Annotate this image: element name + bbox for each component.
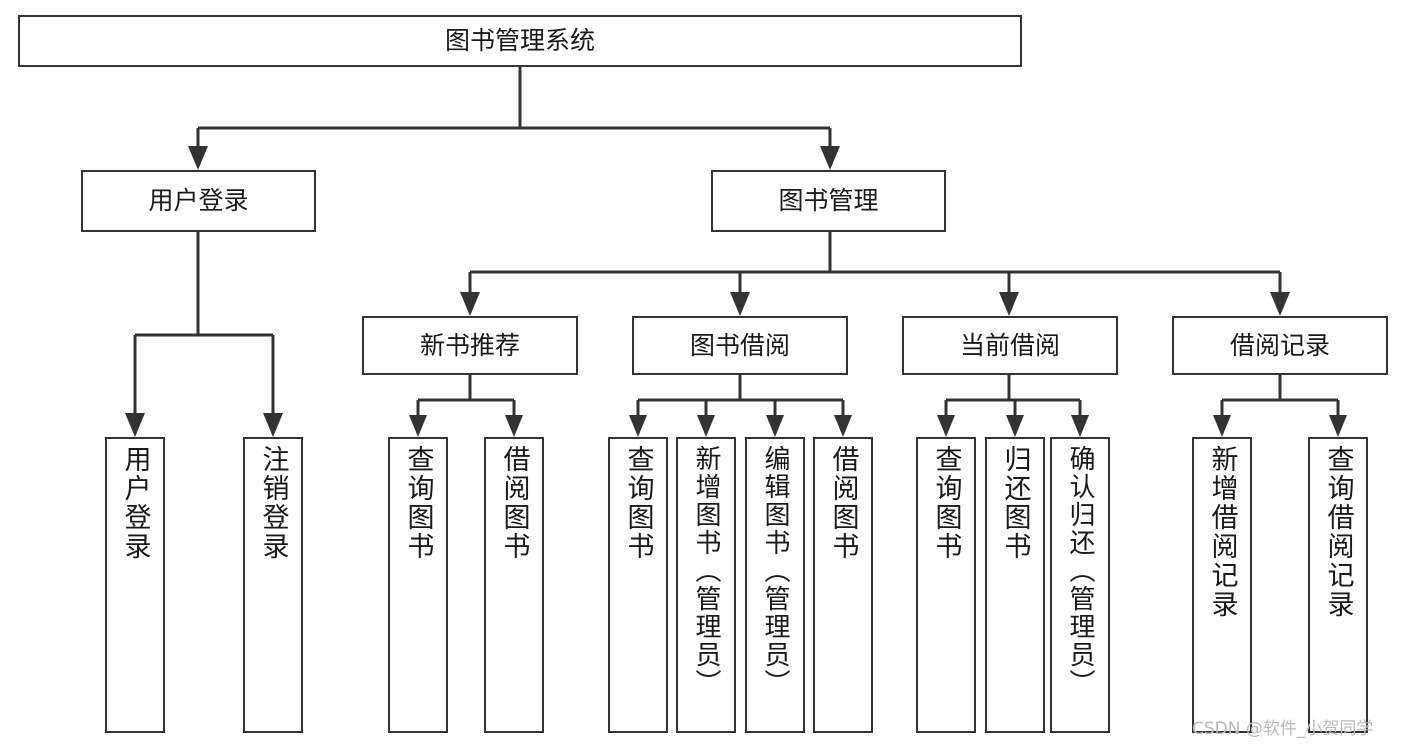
arrowhead-user-login — [188, 146, 208, 170]
arrowhead-leaf-user-logout — [263, 413, 283, 437]
node-leaf-confirm-return[interactable]: 确认归还（管理员） — [1050, 437, 1110, 733]
node-root-system[interactable]: 图书管理系统 — [18, 15, 1022, 67]
node-leaf-query-book-1-label: 查询图书 — [402, 445, 434, 561]
node-leaf-edit-book-label: 编辑图书（管理员） — [760, 445, 790, 697]
node-user-login[interactable]: 用户登录 — [81, 170, 316, 232]
arrowhead-leaf-borrow-book-1 — [505, 415, 523, 437]
node-leaf-user-logout-label: 注销登录 — [257, 445, 289, 561]
arrowhead-leaf-confirm-return — [1071, 415, 1089, 437]
arrowhead-book-borrow — [730, 292, 750, 316]
node-leaf-borrow-book-2-label: 借阅图书 — [827, 445, 859, 561]
node-borrow-record-label: 借阅记录 — [1229, 330, 1330, 360]
node-root-system-label: 图书管理系统 — [444, 26, 595, 56]
arrowhead-leaf-user-login — [125, 413, 145, 437]
arrowhead-leaf-query-record — [1329, 415, 1347, 437]
node-leaf-edit-book[interactable]: 编辑图书（管理员） — [745, 437, 805, 733]
node-book-borrow[interactable]: 图书借阅 — [632, 316, 848, 375]
node-leaf-borrow-book-1-label: 借阅图书 — [498, 445, 530, 561]
node-user-login-label: 用户登录 — [148, 186, 249, 216]
node-leaf-add-book-label: 新增图书（管理员） — [691, 445, 721, 697]
arrowhead-leaf-return-book — [1006, 415, 1024, 437]
node-leaf-return-book[interactable]: 归还图书 — [985, 437, 1045, 733]
node-book-borrow-label: 图书借阅 — [689, 330, 790, 360]
node-leaf-borrow-book-1[interactable]: 借阅图书 — [484, 437, 544, 733]
arrowhead-current-borrow — [999, 292, 1019, 316]
node-leaf-query-book-3-label: 查询图书 — [930, 445, 962, 561]
node-leaf-add-record-label: 新增借阅记录 — [1206, 445, 1238, 619]
node-book-management-label: 图书管理 — [778, 186, 879, 216]
node-current-borrow[interactable]: 当前借阅 — [902, 316, 1118, 375]
node-leaf-borrow-book-2[interactable]: 借阅图书 — [813, 437, 873, 733]
arrowhead-new-book-recommend — [460, 292, 480, 316]
node-leaf-user-login[interactable]: 用户登录 — [105, 437, 165, 733]
node-current-borrow-label: 当前借阅 — [959, 330, 1060, 360]
node-leaf-query-book-2-label: 查询图书 — [622, 445, 654, 561]
node-leaf-query-book-3[interactable]: 查询图书 — [916, 437, 976, 733]
node-borrow-record[interactable]: 借阅记录 — [1172, 316, 1388, 375]
node-leaf-query-record[interactable]: 查询借阅记录 — [1308, 437, 1368, 733]
node-new-book-recommend-label: 新书推荐 — [419, 330, 520, 360]
node-leaf-confirm-return-label: 确认归还（管理员） — [1065, 445, 1095, 697]
node-leaf-add-book[interactable]: 新增图书（管理员） — [676, 437, 736, 733]
arrowhead-borrow-record — [1270, 292, 1290, 316]
node-leaf-return-book-label: 归还图书 — [999, 445, 1031, 561]
node-leaf-user-logout[interactable]: 注销登录 — [243, 437, 303, 733]
arrowhead-leaf-edit-book — [766, 415, 784, 437]
arrowhead-leaf-query-book-3 — [937, 415, 955, 437]
node-leaf-query-record-label: 查询借阅记录 — [1322, 445, 1354, 619]
arrowhead-book-management — [820, 146, 840, 170]
node-leaf-add-record[interactable]: 新增借阅记录 — [1192, 437, 1252, 733]
arrowhead-leaf-query-book-1 — [409, 415, 427, 437]
csdn-watermark: CSDN @软件_小贺同学 — [1192, 719, 1374, 739]
node-new-book-recommend[interactable]: 新书推荐 — [362, 316, 578, 375]
node-leaf-user-login-label: 用户登录 — [119, 445, 151, 561]
node-leaf-query-book-1[interactable]: 查询图书 — [388, 437, 448, 733]
arrowhead-leaf-add-record — [1213, 415, 1231, 437]
arrowhead-leaf-add-book — [697, 415, 715, 437]
node-leaf-query-book-2[interactable]: 查询图书 — [608, 437, 668, 733]
arrowhead-leaf-borrow-book-2 — [834, 415, 852, 437]
node-book-management[interactable]: 图书管理 — [711, 170, 946, 232]
arrowhead-leaf-query-book-2 — [629, 415, 647, 437]
